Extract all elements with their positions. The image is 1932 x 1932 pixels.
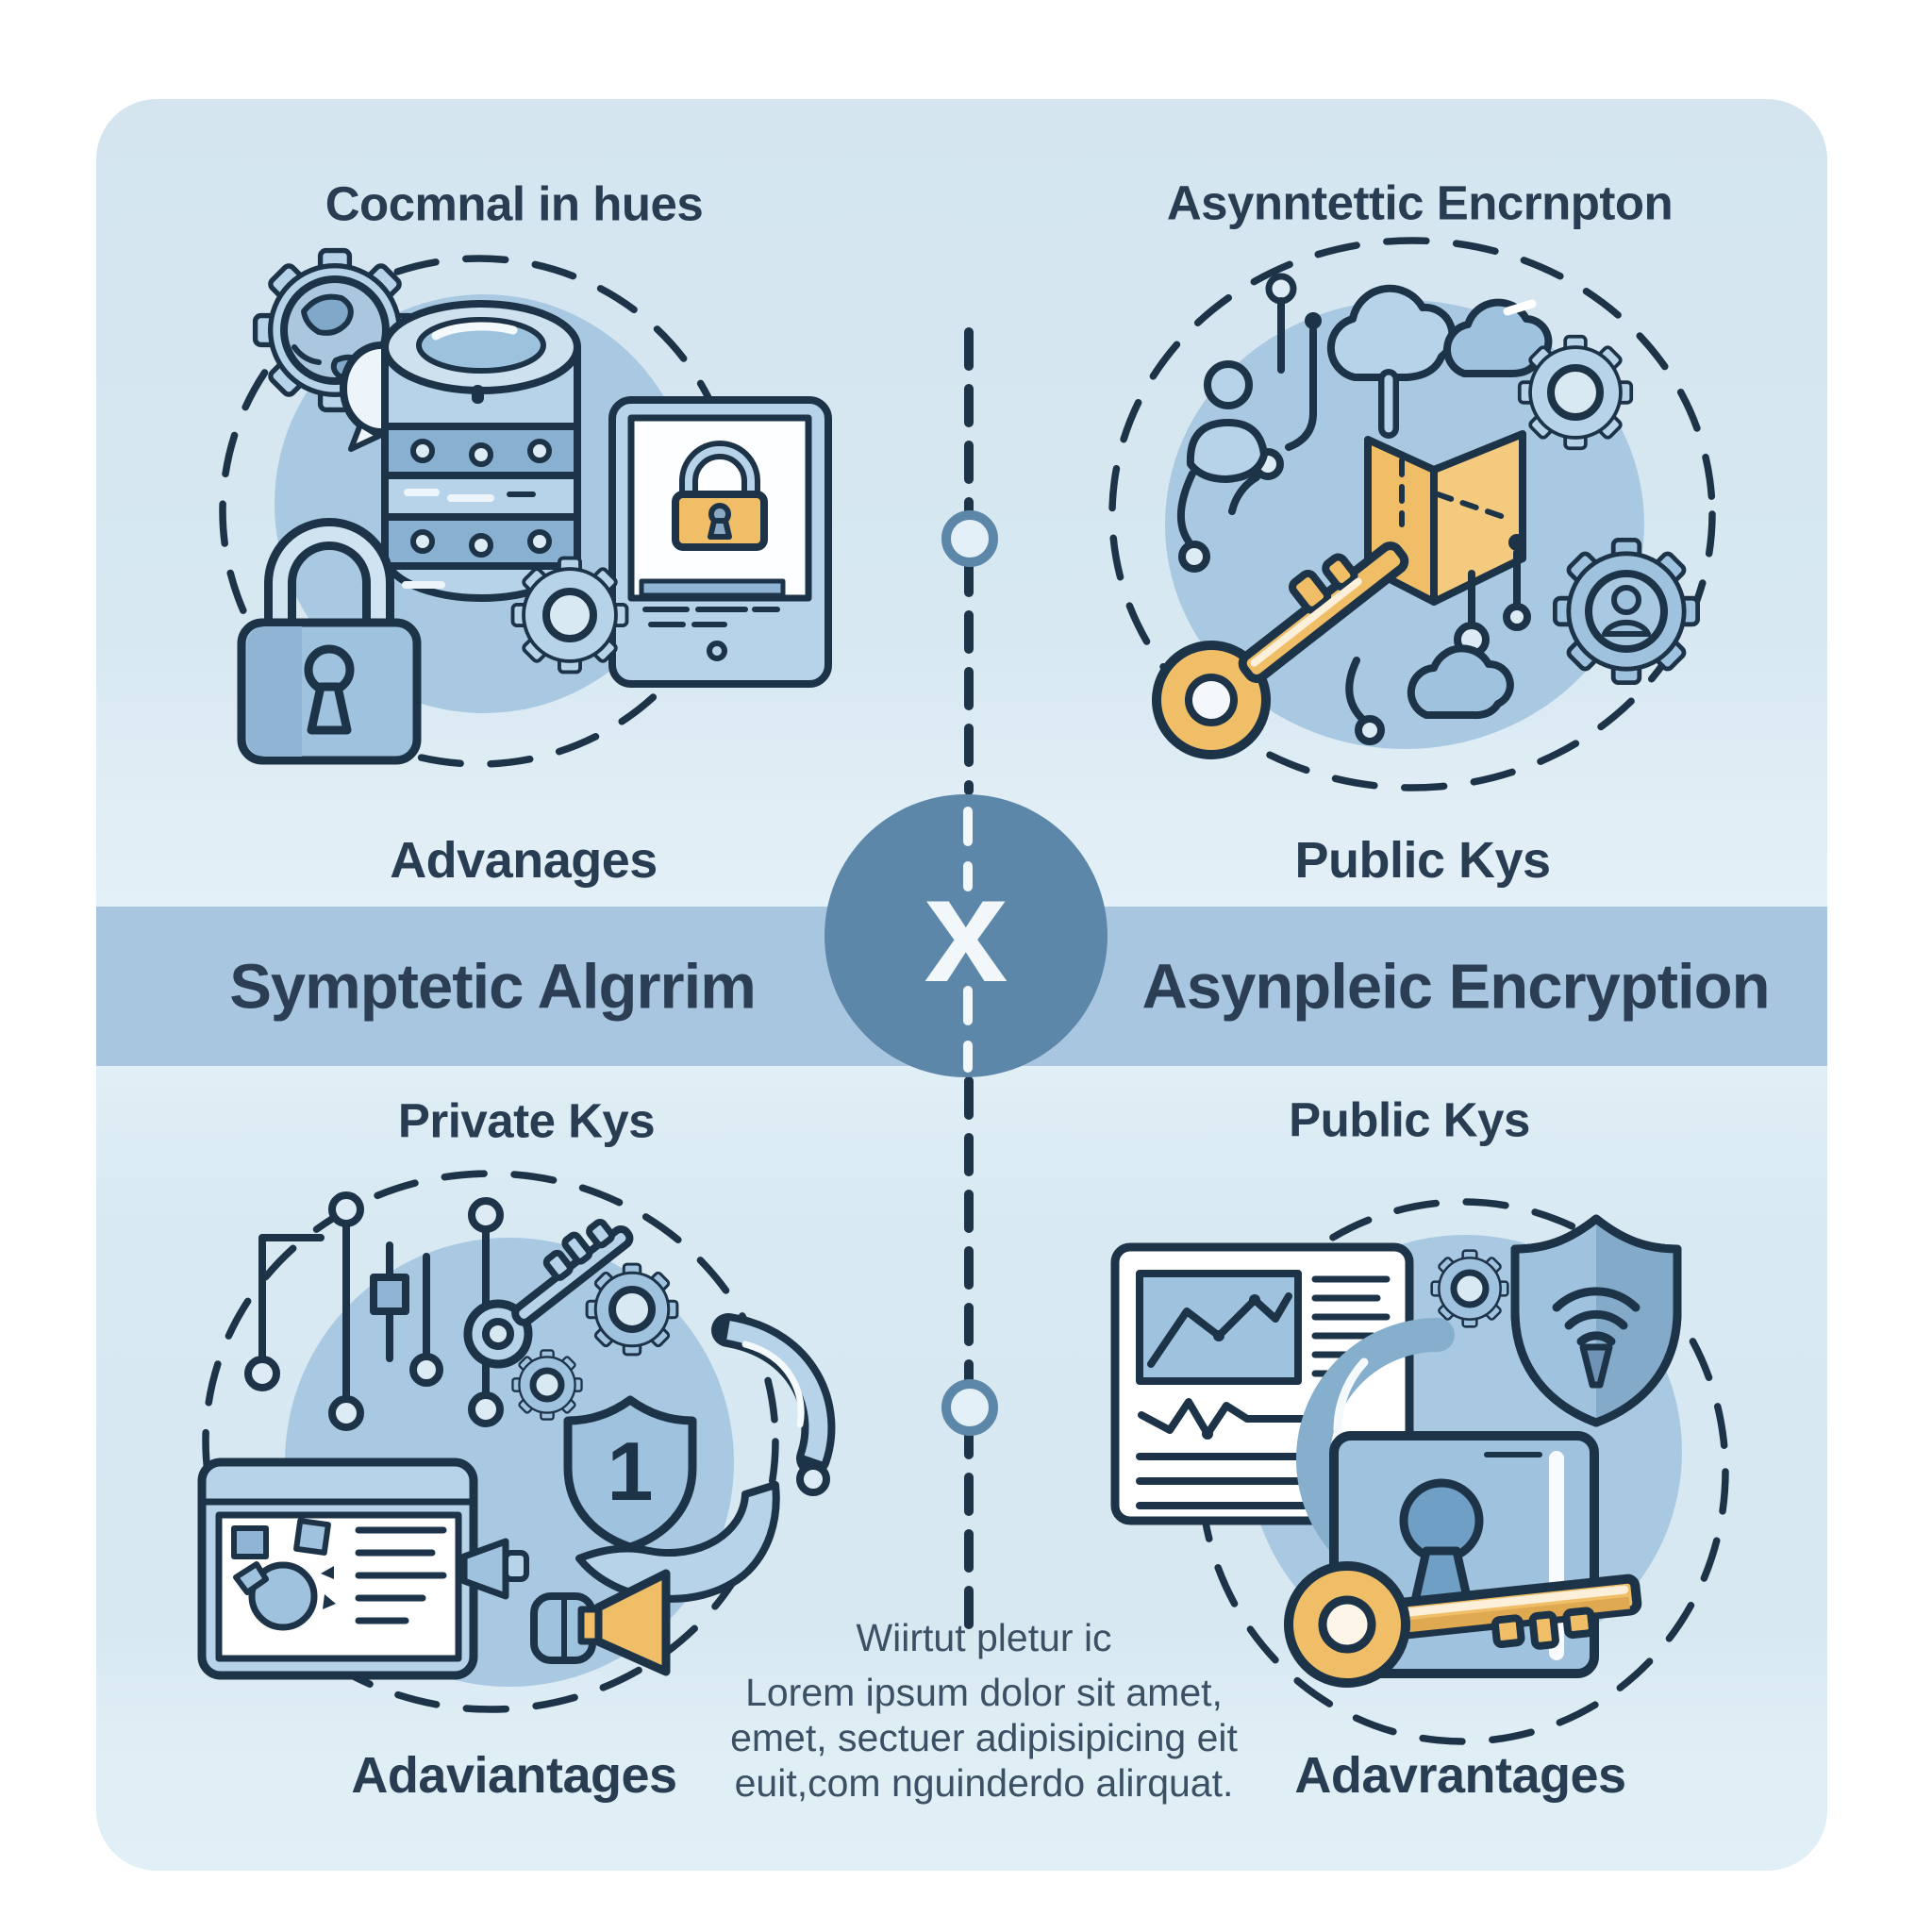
gear-icon-top-right (1517, 334, 1634, 451)
dashed-circle-top-right (1108, 237, 1716, 791)
pipe-arrow-icon (711, 1313, 836, 1496)
shield-wifi-icon (1510, 1214, 1682, 1427)
key-icon-bottom-left (463, 1218, 634, 1369)
label-top-left: Advanages (390, 832, 658, 889)
gear-icon-bottom-left (511, 1262, 679, 1421)
gear-person-icon (1555, 540, 1697, 682)
quadrant-bottom-right (1110, 1198, 1729, 1745)
divider-node-bottom (941, 1379, 998, 1436)
quadrant-top-left (219, 251, 832, 768)
horn-icon (530, 1569, 671, 1676)
gear-icon-top-left (510, 556, 629, 675)
dashed-circle-bottom-left (202, 1170, 779, 1713)
footnote-line: emet, sectuer adipisipicing eit (730, 1716, 1238, 1759)
title-bottom-right: Public Kys (1289, 1092, 1530, 1147)
center-divider: x (824, 327, 1108, 1635)
footnote-line: Lorem ipsum dolor sit amet, (745, 1671, 1223, 1714)
database-icon (381, 300, 581, 602)
versus-badge (824, 794, 1108, 1077)
footnote-line: Wiirtut pletur ic (856, 1616, 1112, 1659)
label-bottom-left: Adaviantages (351, 1747, 677, 1804)
label-top-right: Public Kys (1294, 832, 1551, 889)
gear-icon-bottom-right (1430, 1249, 1509, 1328)
footnote-line: euit,com nguinderdo alirquat. (734, 1761, 1234, 1805)
title-bottom-left: Private Kys (397, 1093, 656, 1148)
network-person-icon (1176, 273, 1322, 573)
title-top-right: Asynntettic Encrnpton (1166, 175, 1674, 230)
network-nodes-icon (1345, 534, 1531, 745)
cloud-icon (1326, 284, 1553, 439)
key-icon-bottom-right (1284, 1561, 1642, 1688)
footnote-text: Wiirtut pletur ic Lorem ipsum dolor sit … (730, 1615, 1238, 1806)
versus-x-symbol: x (924, 844, 1008, 1013)
band-title-right: Asynpleic Encryption (1141, 951, 1770, 1023)
divider-node-top (941, 510, 998, 567)
quadrant-bottom-left: 1 (197, 1170, 836, 1713)
padlock-icon (237, 518, 422, 765)
shield-digit: 1 (608, 1424, 654, 1518)
band-title-left: Symptetic Algrrim (229, 951, 757, 1023)
circuit-nodes-icon (244, 1191, 504, 1431)
browser-card-icon (197, 1457, 529, 1680)
label-bottom-right: Adavrantages (1294, 1747, 1626, 1804)
shield-one-icon: 1 (563, 1395, 697, 1552)
quadrant-top-right (1108, 237, 1716, 791)
tablet-lock-icon (608, 396, 832, 688)
key-icon-top-right (1152, 541, 1409, 759)
title-top-left: Cocmnal in hues (325, 176, 704, 231)
